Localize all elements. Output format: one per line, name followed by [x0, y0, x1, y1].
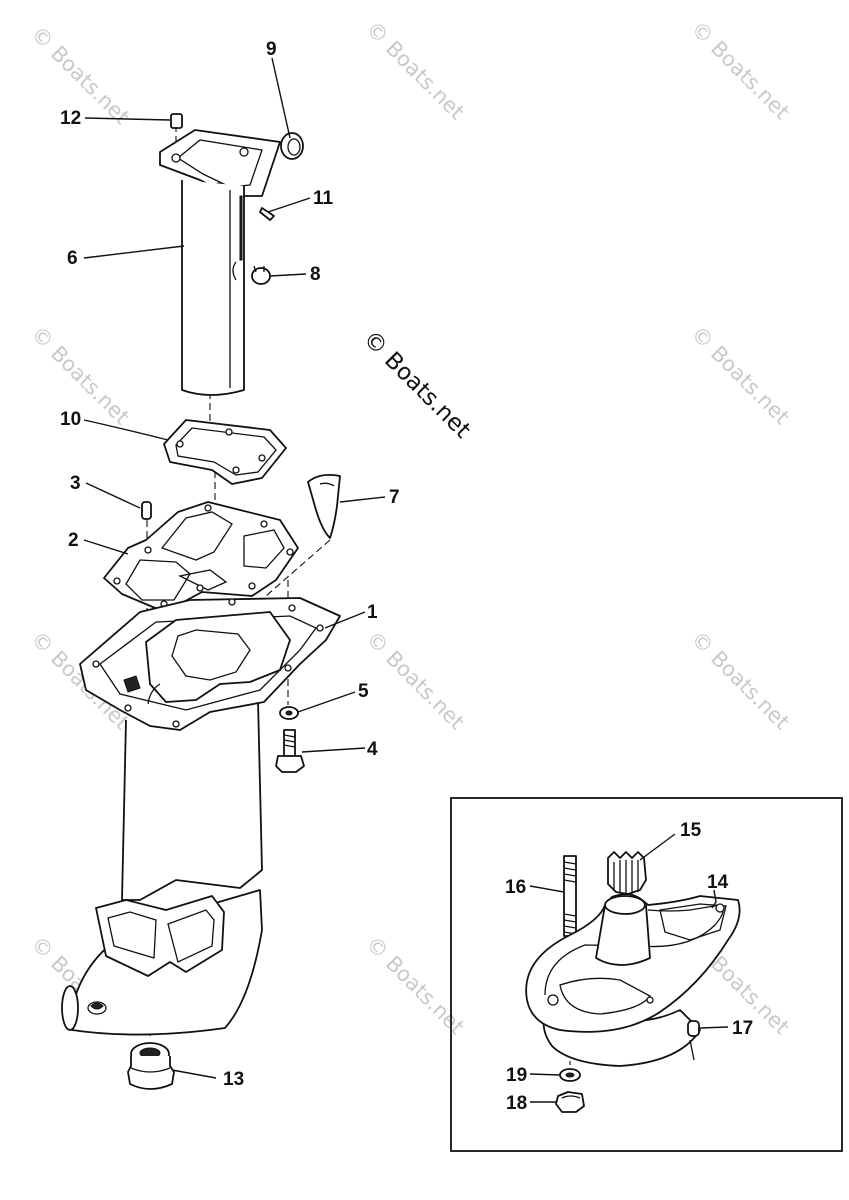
callout-10: 10 [60, 409, 81, 430]
callout-13: 13 [223, 1069, 244, 1090]
callout-6: 6 [67, 248, 78, 269]
callout-3: 3 [70, 473, 81, 494]
watermark-3: © Boats.net [686, 17, 794, 125]
cover-part-7 [307, 473, 341, 539]
callout-7: 7 [389, 487, 400, 508]
drive-shaft-housing-tube [159, 129, 281, 396]
callout-19: 19 [506, 1065, 527, 1086]
callout-8: 8 [310, 264, 321, 285]
watermark-center: © Boats.net [358, 326, 476, 444]
inset-detail-box [450, 797, 843, 1152]
nut-part-18 [555, 1091, 585, 1113]
watermark-8: © Boats.net [686, 627, 794, 735]
callout-16: 16 [505, 877, 526, 898]
callout-14: 14 [707, 872, 729, 893]
callout-18: 18 [506, 1093, 527, 1114]
stud-part-16 [563, 855, 577, 937]
watermark-10: © Boats.net [361, 932, 469, 1040]
cover-plate-part-14 [525, 893, 741, 1067]
screw-part-12 [170, 113, 183, 129]
callout-4: 4 [367, 739, 378, 760]
callout-17: 17 [732, 1018, 753, 1039]
washer-part-5 [279, 706, 299, 720]
watermark-5: © Boats.net [686, 322, 794, 430]
gasket-part-10 [163, 419, 287, 485]
leader-lines [83, 57, 729, 1103]
callout-12: 12 [60, 108, 81, 129]
drive-shaft-housing-part-1 [61, 597, 341, 1036]
grommet-part-8 [251, 265, 271, 285]
callout-labels: 1 2 3 4 5 6 7 8 9 10 11 12 13 14 15 16 1… [60, 39, 753, 1114]
gear-part-15 [607, 851, 647, 895]
pin-part-17 [687, 1020, 700, 1037]
washer-part-19 [559, 1068, 581, 1082]
seal-part-9 [280, 132, 304, 160]
dowel-pin-part-3 [141, 501, 152, 520]
bolt-part-4 [275, 729, 305, 773]
water-tube-seal-part-13 [127, 1042, 175, 1090]
callout-9: 9 [266, 39, 277, 60]
pin-part-11 [259, 207, 275, 221]
watermark-7: © Boats.net [361, 627, 469, 735]
callout-1: 1 [367, 602, 378, 623]
callout-5: 5 [358, 681, 369, 702]
callout-15: 15 [680, 820, 702, 841]
watermark-2: © Boats.net [361, 17, 469, 125]
callout-11: 11 [313, 188, 334, 209]
callout-2: 2 [68, 530, 79, 551]
